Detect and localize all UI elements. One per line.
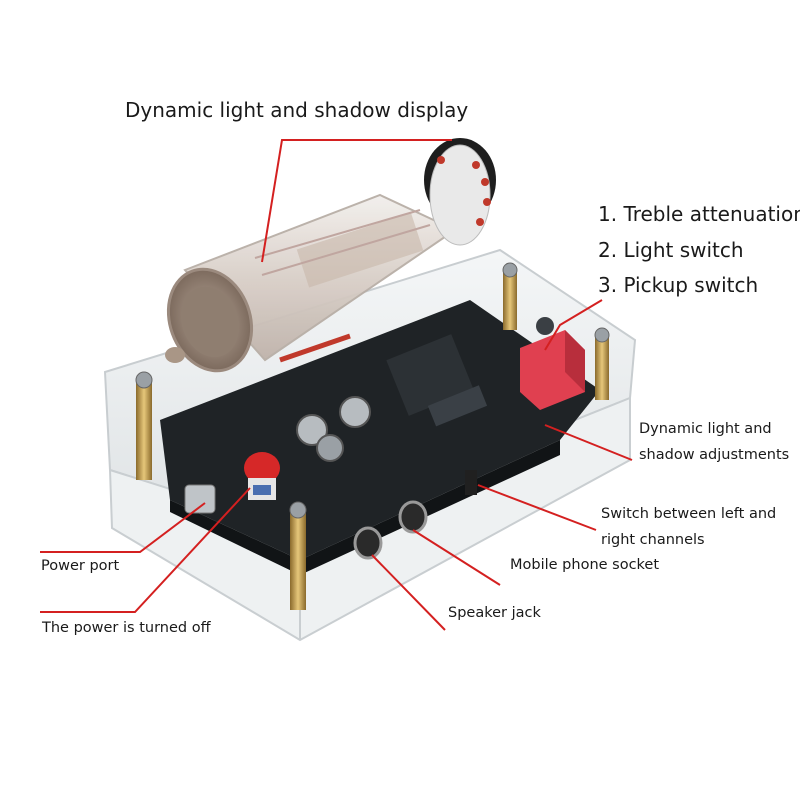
feature-treble: 1. Treble attenuation	[598, 202, 800, 226]
display-title: Dynamic light and shadow display	[125, 98, 469, 122]
feature-pickup-switch: 3. Pickup switch	[598, 273, 759, 297]
channels-label-line2: right channels	[601, 532, 705, 548]
leader-line-features	[544, 299, 603, 351]
feature-light-switch: 2. Light switch	[598, 238, 744, 262]
vacuum-tube	[165, 193, 458, 373]
leader-line-power-port	[40, 502, 206, 553]
tube-socket	[424, 138, 496, 246]
leader-line-mobile-socket	[412, 529, 501, 586]
adjustments-label-line2: shadow adjustments	[639, 447, 790, 463]
audio-jacks	[184, 484, 428, 560]
power-button	[244, 452, 280, 500]
mobile-socket-label: Mobile phone socket	[510, 557, 660, 573]
leader-line-channels	[477, 484, 597, 531]
leader-line-speaker-jack	[371, 554, 446, 631]
speaker-jack-label: Speaker jack	[448, 605, 541, 621]
leader-line-display	[261, 139, 452, 263]
adjustments-label-line1: Dynamic light and	[639, 421, 772, 437]
brass-standoffs	[135, 262, 610, 610]
leader-line-adjustments	[544, 424, 633, 461]
pickup-switch	[520, 330, 585, 410]
channels-label-line1: Switch between left and	[601, 506, 777, 522]
leader-line-power-off	[40, 487, 251, 613]
power-off-label: The power is turned off	[42, 620, 211, 636]
power-port-label: Power port	[41, 558, 120, 574]
